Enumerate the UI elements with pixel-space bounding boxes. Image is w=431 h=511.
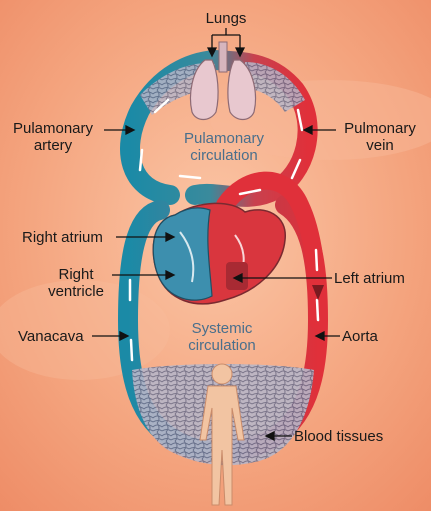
label-vena-cava: Vanacava [18, 328, 84, 345]
flow-arrows [128, 98, 320, 362]
label-blood-tissues: Blood tissues [294, 428, 384, 445]
label-pulmonary-circulation-line2: circulation [190, 147, 258, 164]
label-left-atrium: Left atrium [334, 270, 405, 287]
label-systemic-circulation-line2: circulation [188, 337, 256, 354]
label-pulmonary-artery: Pulamonary artery [2, 120, 104, 154]
label-pulmonary-artery-line2: artery [33, 137, 73, 154]
lungs [189, 41, 257, 121]
label-right-ventricle: Right ventricle [40, 266, 112, 300]
label-right-ventricle-line2: ventricle [48, 283, 104, 300]
label-pulmonary-vein-line2: vein [366, 137, 394, 154]
label-right-ventricle-line1: Right [58, 266, 94, 283]
label-pulmonary-circulation-line1: Pulamonary [183, 130, 265, 147]
label-pulmonary-vein: Pulmonary vein [334, 120, 426, 154]
human-figure [199, 363, 245, 506]
label-pulmonary-vein-line1: Pulmonary [344, 120, 416, 137]
aorta-flow-arrow [312, 285, 324, 300]
label-right-atrium: Right atrium [22, 229, 103, 246]
label-pulmonary-artery-line1: Pulamonary [12, 120, 94, 137]
label-systemic-circulation-line1: Systemic [191, 320, 253, 337]
leader-lines [92, 28, 340, 442]
label-lungs: Lungs [205, 10, 247, 27]
label-pulmonary-circulation: Pulamonary circulation [168, 130, 280, 164]
pulmonary-capillaries-right [245, 62, 305, 112]
label-aorta: Aorta [342, 328, 378, 345]
label-systemic-circulation: Systemic circulation [166, 320, 278, 354]
